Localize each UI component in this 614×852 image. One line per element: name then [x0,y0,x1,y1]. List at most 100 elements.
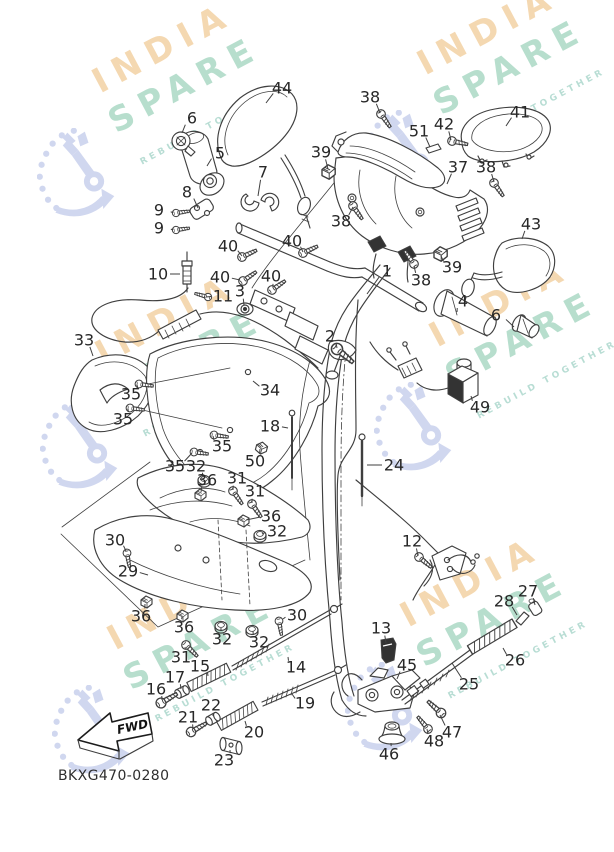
part-number-label: 41 [510,103,530,122]
part-number-label: 38 [411,271,431,290]
part-number-label: 21 [178,708,198,727]
part-number-label: 19 [295,694,315,713]
callout-leader-line [207,672,209,677]
part-number-label: 18 [260,417,280,436]
callout-leader-line [287,656,289,661]
adjuster-27 [528,598,543,617]
callout-leader-line [325,159,329,170]
mirror-left-44 [217,85,311,229]
callout-leader-line [205,295,212,298]
part-number-label: 5 [215,144,225,163]
part-number-label: 26 [505,651,525,670]
grommet-46 [378,721,406,745]
part-number-label: 3 [235,282,245,301]
part-number-label: 9 [154,219,164,238]
callout-leader-line [212,435,215,441]
throttle-tube-4 [433,289,497,337]
callout-leader-line [252,380,260,387]
callout-leader-line [170,211,174,214]
callout-leader-line [505,319,515,328]
callout-leader-line [491,173,495,183]
callout-leader-line [366,276,380,295]
callout-leader-line [181,124,186,134]
part-number-label: 33 [74,331,94,350]
part-number-label: 40 [261,267,281,286]
part-number-label: 7 [258,163,268,182]
bolt-47 [424,697,449,721]
callout-leader-line [244,720,247,726]
part-number-label: 40 [218,237,238,256]
callout-leader-line [502,647,507,655]
part-number-label: 20 [244,723,264,742]
callout-leader-line [265,93,274,104]
callout-leader-line [245,516,260,521]
part-number-label: 35 [212,437,232,456]
clip-13 [380,637,397,664]
cable-rod-24 [358,433,366,507]
part-number-label: 39 [442,258,462,277]
part-number-label: 12 [402,532,422,551]
callout-leader-line [451,662,462,679]
meter-assembly-41 [460,106,551,168]
part-number-label: 32 [249,633,269,652]
part-number-label: 31 [227,469,247,488]
part-number-label: 45 [397,656,417,675]
brake-rod-14 [231,603,343,671]
part-number-label: 38 [331,212,351,231]
callout-leader-line [89,346,94,357]
part-number-label: 37 [448,158,468,177]
part-number-label: 32 [267,522,287,541]
part-number-label: 49 [470,398,490,417]
callout-leader-line [139,572,149,576]
part-number-label: 34 [260,381,280,400]
rod-18 [288,409,296,491]
part-number-label: 35 [113,410,133,429]
callout-leader-line [206,158,212,167]
lower-cover-29 [60,461,312,628]
part-number-label: 1 [382,262,392,281]
part-number-label: 2 [325,327,335,346]
part-number-label: 16 [146,680,166,699]
grip-clamp-7 [240,192,280,212]
callout-leader-line [179,684,182,690]
callout-leader-line [261,532,266,535]
callout-leader-line [184,452,193,462]
part-number-label: 32 [212,630,232,649]
bar-end-right-6 [511,314,540,339]
fwd-direction-arrow: FWD [77,712,154,760]
part-number-label: 42 [434,115,454,134]
part-number-label: 36 [261,507,281,526]
part-number-label: 22 [201,696,221,715]
callout-leader-line [439,714,446,726]
callout-leader-line [413,265,417,273]
callout-leader-line [282,616,286,620]
part-number-label: 24 [384,456,404,475]
callout-leader-line [426,728,429,735]
part-number-label: 36 [174,618,194,637]
part-number-label: 40 [282,232,302,251]
part-number-label: 25 [459,675,479,694]
part-number-label: 6 [491,306,501,325]
spring-26 [466,618,518,655]
part-number-label: 30 [287,606,307,625]
callout-leader-line [384,635,387,644]
part-number-label: 35 [121,385,141,404]
callout-leader-line [170,228,174,231]
part-number-label: 50 [245,452,265,471]
callout-leader-line [291,693,296,699]
callout-leader-line [440,255,444,262]
part-number-label: 9 [154,201,164,220]
callout-leader-line [136,384,139,388]
holder-12 [423,545,480,587]
part-number-label: 4 [458,292,468,311]
switch-49 [369,341,479,404]
callout-leader-line [521,230,526,240]
part-number-label: 6 [187,109,197,128]
callout-leader-line [505,117,512,127]
part-number-label: 39 [311,143,331,162]
part-number-label: 44 [272,79,292,98]
windshield-34 [137,336,331,500]
diagram-code: BKXG470-0280 [58,768,169,784]
part-number-label: 30 [105,531,125,550]
